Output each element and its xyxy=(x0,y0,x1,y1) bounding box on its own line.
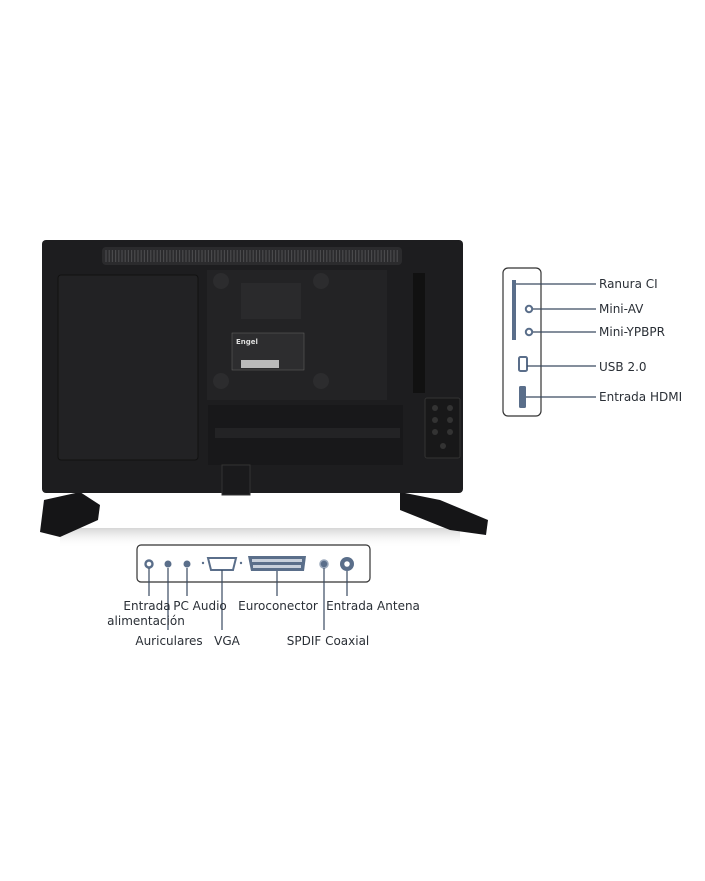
usb-icon xyxy=(518,356,528,372)
brand-logo: Engel xyxy=(236,338,258,346)
label-mini-ypbpr: Mini-YPBPR xyxy=(599,325,665,339)
label-auriculares: Auriculares xyxy=(135,634,202,648)
headphones-jack-icon xyxy=(164,560,172,568)
right-stand xyxy=(400,492,488,535)
label-ranura-ci: Ranura CI xyxy=(599,277,658,291)
tv-back: /* vents drawn below */ Engel xyxy=(40,240,488,548)
label-entrada-antena: Entrada Antena xyxy=(326,599,420,613)
pc-audio-jack-icon xyxy=(183,560,191,568)
label-mini-av: Mini-AV xyxy=(599,302,644,316)
power-input-icon xyxy=(144,559,154,569)
label-pc-audio: PC Audio xyxy=(173,599,227,613)
label-euroconector: Euroconector xyxy=(238,599,318,613)
label-entrada-alimentacion-2: alimentación xyxy=(107,614,185,628)
vent: /* vents drawn below */ xyxy=(105,250,398,262)
label-hdmi: Entrada HDMI xyxy=(599,390,682,404)
bottom-panel: Entrada alimentación PC Audio Euroconect… xyxy=(107,544,420,648)
spdif-port-icon xyxy=(319,559,329,569)
label-vga: VGA xyxy=(214,634,241,648)
scart-port-icon xyxy=(248,556,306,571)
label-spdif: SPDIF Coaxial xyxy=(287,634,370,648)
label-entrada-alimentacion-1: Entrada xyxy=(123,599,170,613)
ci-slot-icon xyxy=(512,280,516,340)
label-usb: USB 2.0 xyxy=(599,360,647,374)
mini-ypbpr-icon xyxy=(524,327,534,337)
vga-port-icon xyxy=(206,557,238,571)
hdmi-icon xyxy=(519,386,526,408)
side-panel: Ranura CI Mini-AV Mini-YPBPR USB 2.0 Ent… xyxy=(502,267,682,417)
left-stand xyxy=(40,492,100,537)
mini-av-icon xyxy=(524,304,534,314)
